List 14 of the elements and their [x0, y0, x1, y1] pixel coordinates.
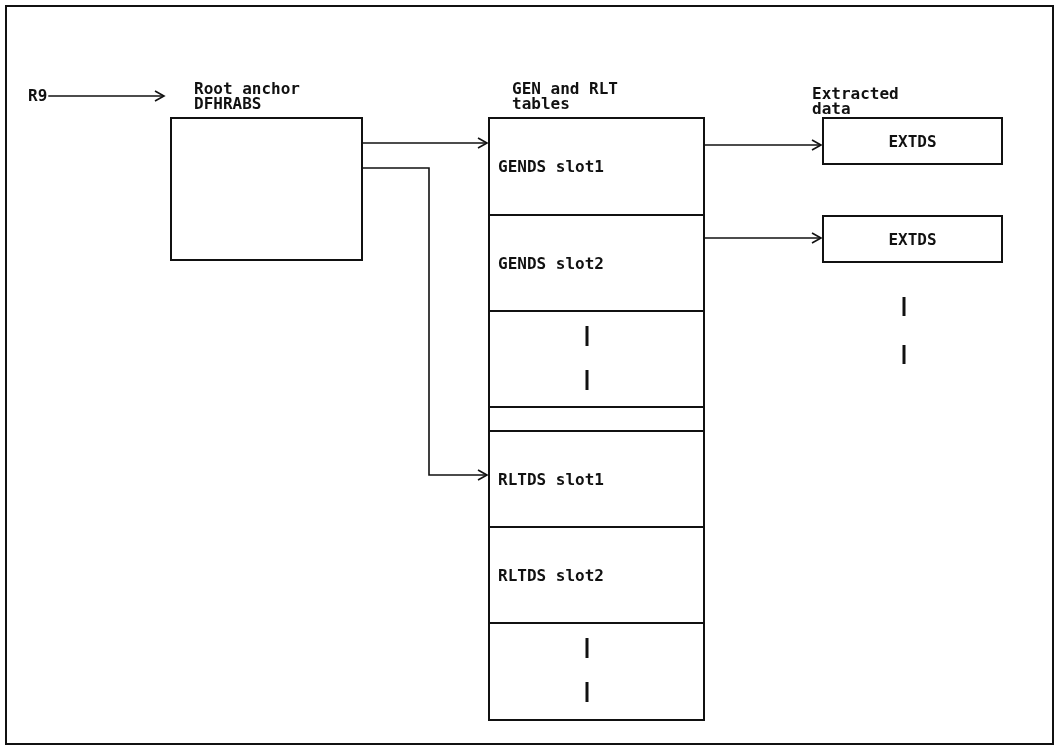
- data-area-label: EXTDS: [888, 229, 937, 249]
- column-heading: Extracted data: [812, 86, 900, 116]
- data-area-box: [822, 117, 1003, 165]
- slot-label: RLTDS slot2: [498, 565, 604, 585]
- data-area-box: [822, 215, 1003, 263]
- arrow: [47, 90, 165, 102]
- slot-label: GENDS slot1: [498, 157, 604, 176]
- arrow: [362, 167, 488, 481]
- slot-label: RLTDS slot1: [498, 469, 604, 489]
- data-area-label: EXTDS: [888, 131, 937, 151]
- register-label: R9: [28, 86, 48, 105]
- column-heading: GEN and RLT tables: [512, 81, 619, 111]
- column-heading: Root anchor DFHRABS: [194, 81, 301, 111]
- slot-label: GENDS slot2: [498, 253, 604, 273]
